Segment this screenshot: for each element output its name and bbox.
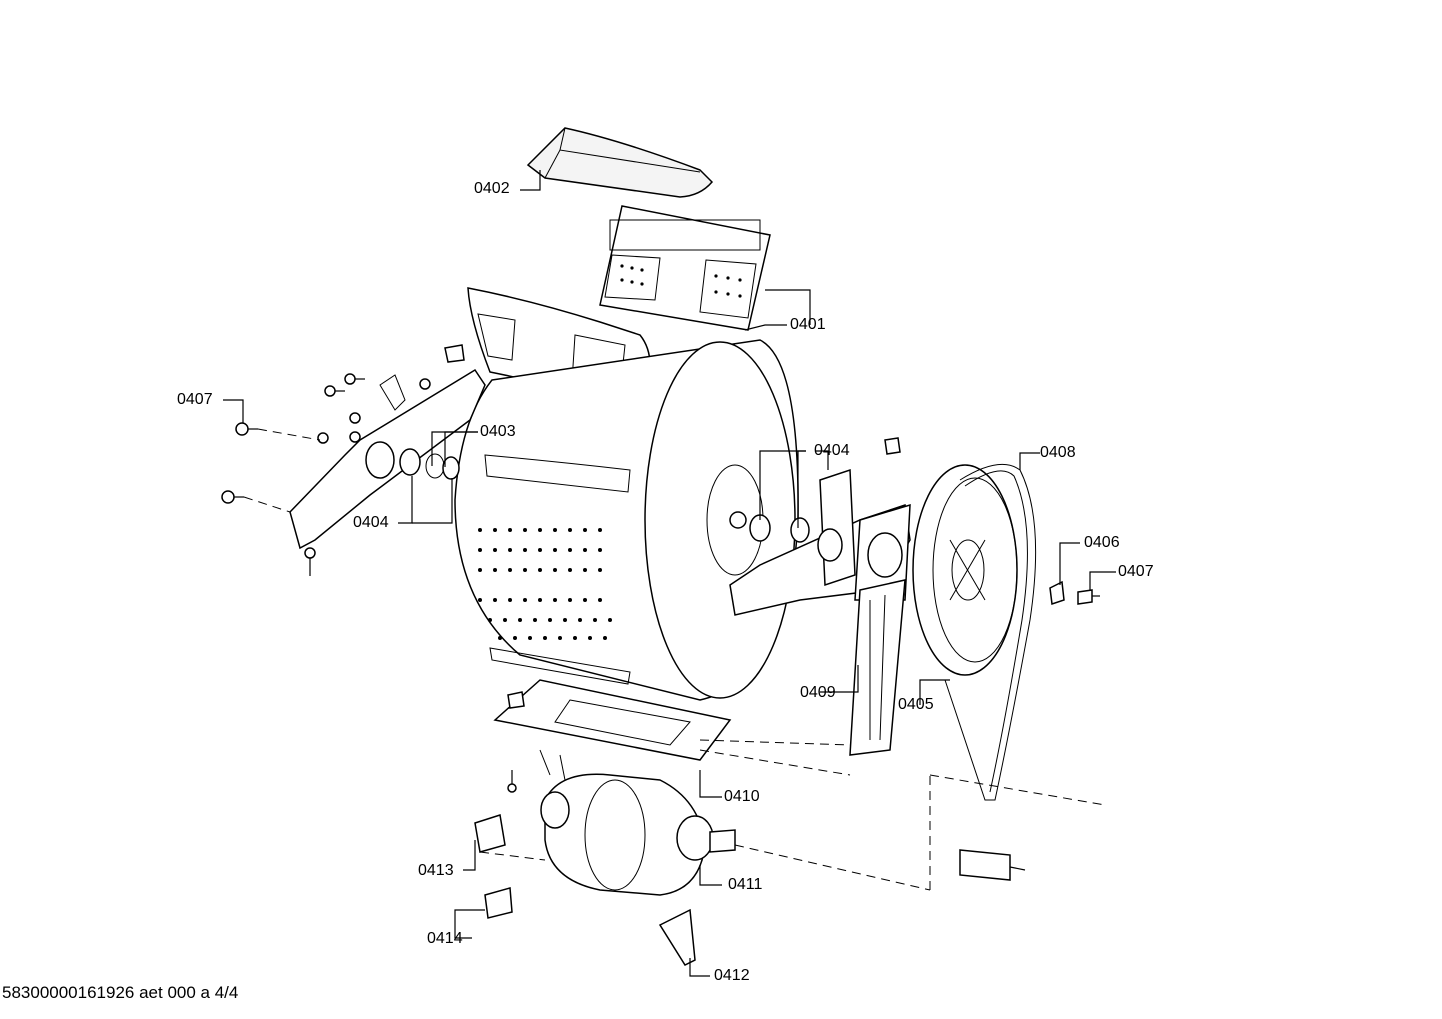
drum-icon[interactable] [454, 339, 799, 701]
callout-0404-right: 0404 [814, 442, 850, 459]
callout-0414: 0414 [427, 930, 463, 947]
bearing-bracket-icon[interactable] [729, 437, 911, 616]
screw-icon[interactable] [221, 373, 431, 576]
drum-flap-icon[interactable] [599, 205, 771, 331]
nut-icon[interactable] [1049, 580, 1065, 606]
callout-0409: 0409 [800, 684, 836, 701]
callout-0405: 0405 [898, 696, 934, 713]
pulley-icon[interactable] [912, 464, 1018, 676]
callout-0406: 0406 [1084, 534, 1120, 551]
support-plate-icon[interactable] [493, 679, 732, 793]
callout-0411: 0411 [728, 876, 763, 893]
callout-0413: 0413 [418, 862, 454, 879]
callout-0401: 0401 [790, 316, 826, 333]
callout-0407-left: 0407 [177, 391, 213, 408]
callout-0404-left: 0404 [353, 514, 389, 531]
bearing-bracket-icon[interactable] [289, 344, 486, 550]
callout-0408: 0408 [1040, 444, 1076, 461]
callout-0412: 0412 [714, 967, 750, 984]
leader-lines [223, 170, 1116, 977]
baffle-icon[interactable] [526, 127, 714, 198]
assembly-lines [243, 428, 1106, 891]
callout-0407-right: 0407 [1118, 563, 1154, 580]
drawing-reference: 58300000161926 aet 000 a 4/4 [2, 983, 239, 1002]
motor-icon[interactable] [540, 773, 736, 896]
screw-icon[interactable] [1077, 589, 1100, 605]
callout-0403: 0403 [480, 423, 516, 440]
support-plate-icon[interactable] [849, 579, 906, 756]
belt-icon[interactable] [944, 463, 1037, 801]
clip-icon[interactable] [658, 908, 696, 966]
suppressor-icon[interactable] [474, 814, 1026, 919]
callout-0402: 0402 [474, 180, 510, 197]
callout-0410: 0410 [724, 788, 760, 805]
